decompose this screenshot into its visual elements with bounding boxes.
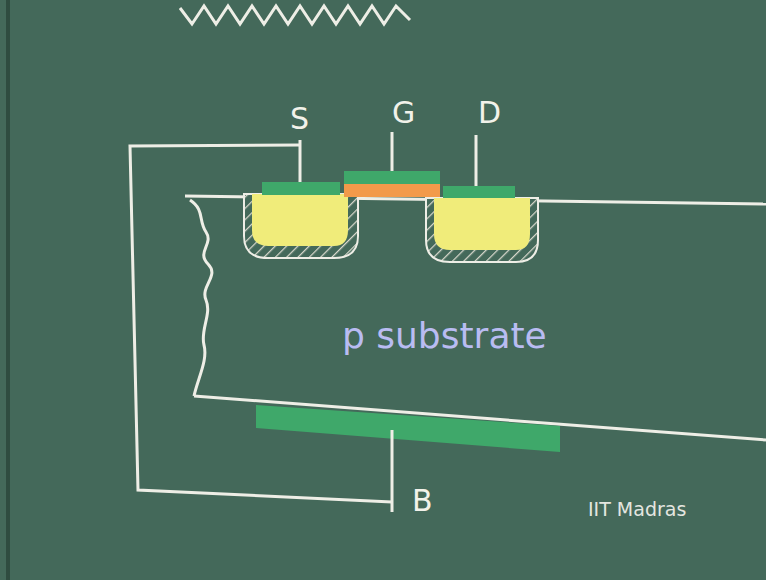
substrate-boundary (190, 200, 212, 396)
watermark: IIT Madras (588, 500, 686, 519)
region-label: p substrate (342, 318, 547, 354)
source-region (252, 194, 348, 246)
chalk-zigzag (180, 6, 410, 24)
terminal-label: D (478, 98, 501, 128)
terminal-label: G (392, 98, 415, 128)
source-junction (244, 194, 358, 258)
board-edge (6, 0, 10, 580)
terminal-label: S (290, 104, 309, 134)
drain-wire (475, 135, 478, 186)
bulk-wire (391, 430, 394, 512)
bulk-contact (256, 405, 560, 452)
gate-wire (391, 132, 394, 171)
substrate-region: p substrate (342, 318, 547, 354)
gate-oxide (344, 183, 440, 197)
gate-contact (344, 171, 440, 184)
drain-contact (443, 186, 515, 198)
terminal-label: B (412, 486, 433, 516)
source-contact (262, 182, 340, 195)
drain-junction (426, 198, 538, 262)
drain-region (434, 198, 530, 250)
